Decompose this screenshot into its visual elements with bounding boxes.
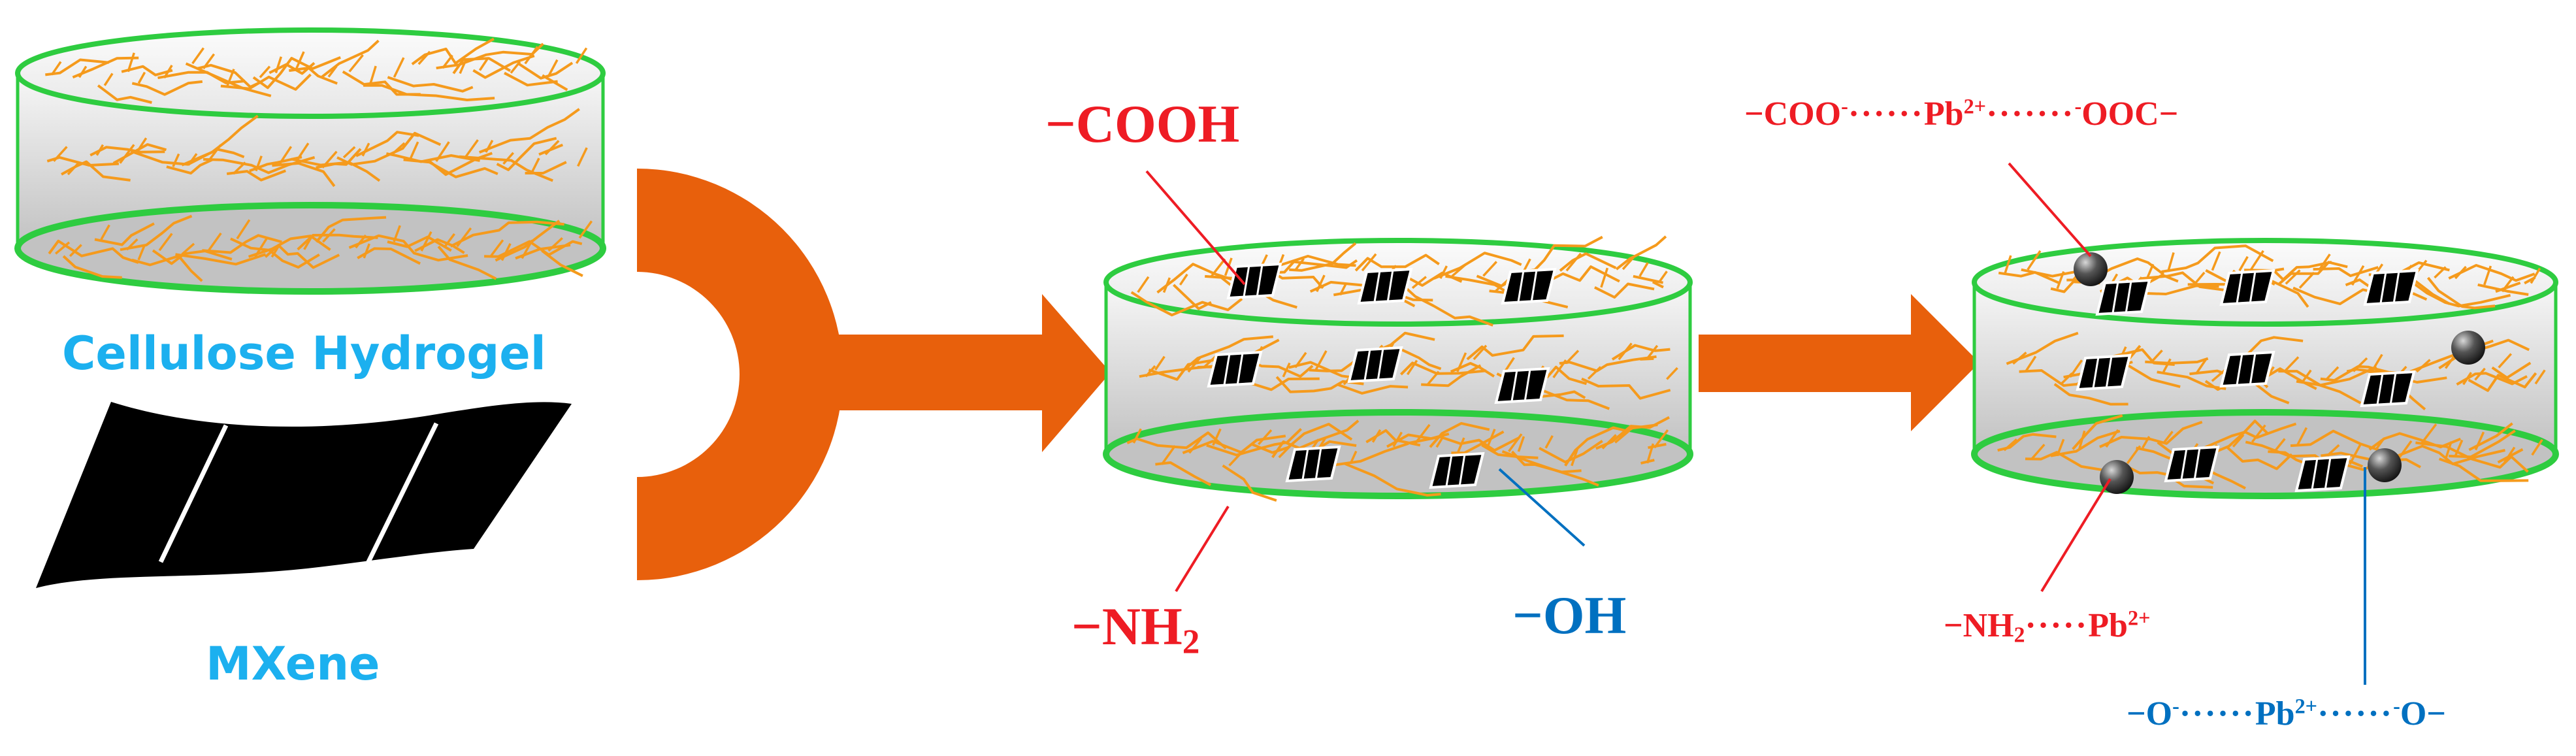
pb-ion-text: Pb [2255, 695, 2295, 732]
o-pb-o-label: −O-······Pb2+······-O− [2127, 695, 2446, 733]
pointer-line [2008, 162, 2092, 257]
nh2-subscript: 2 [1182, 622, 1200, 661]
ooc-text: OOC− [2081, 95, 2179, 133]
process-arrow-icon [1699, 294, 1980, 431]
o-text: O− [2400, 695, 2446, 732]
oh-label: −OH [1512, 585, 1627, 645]
nh2-pb-label: −NH2·····Pb2+ [1944, 606, 2151, 648]
interaction-dots: ······ [2317, 695, 2394, 732]
mxene-sheet-icon [36, 402, 572, 588]
pb-ion-text: Pb [1923, 95, 1964, 133]
pb-ion-charge: 2+ [2294, 694, 2318, 718]
coo-text: −COO [1744, 95, 1842, 133]
lead-ion-icon [2100, 460, 2134, 494]
o-charge: - [2393, 694, 2400, 718]
nh2-label: −NH2 [1071, 596, 1199, 659]
pointer-line [2040, 478, 2111, 593]
interaction-dots: ······ [1848, 95, 1924, 133]
pb-ion-text: Pb [2088, 607, 2128, 644]
combine-bracket-icon [637, 169, 843, 580]
nh2-subscript: 2 [2014, 623, 2025, 648]
cellulose-hydrogel-label: Cellulose Hydrogel [62, 327, 546, 380]
cooh-label: −COOH [1045, 94, 1240, 154]
hydrogel-disc-icon [1103, 235, 1693, 502]
nh2-text: −NH [1071, 597, 1182, 656]
coo-charge: - [1841, 94, 1848, 118]
process-arrow-icon [836, 294, 1111, 452]
pb-ion-charge: 2+ [1963, 94, 1987, 118]
pb-ion-charge: 2+ [2127, 606, 2151, 630]
pointer-line [1145, 170, 1246, 286]
o-charge: - [2172, 694, 2179, 718]
hydrogel-disc-icon [1971, 238, 2559, 499]
interaction-dots: ······· [1986, 95, 2075, 133]
mxene-label: MXene [206, 637, 380, 691]
coo-pb-ooc-label: −COO-······Pb2+·······-OOC− [1744, 95, 2178, 133]
pointer-line [1175, 505, 1230, 593]
interaction-dots: ······ [2179, 695, 2255, 732]
ooc-charge: - [2074, 94, 2082, 118]
pointer-line [1498, 468, 1586, 547]
interaction-dots: ····· [2025, 607, 2089, 644]
lead-ion-icon [2451, 331, 2485, 365]
o-text: −O [2127, 695, 2173, 732]
nh2-text: −NH [1944, 607, 2014, 644]
lead-ion-icon [2074, 252, 2108, 286]
hydrogel-disc-icon [14, 27, 606, 295]
lead-ion-icon [2368, 448, 2402, 482]
